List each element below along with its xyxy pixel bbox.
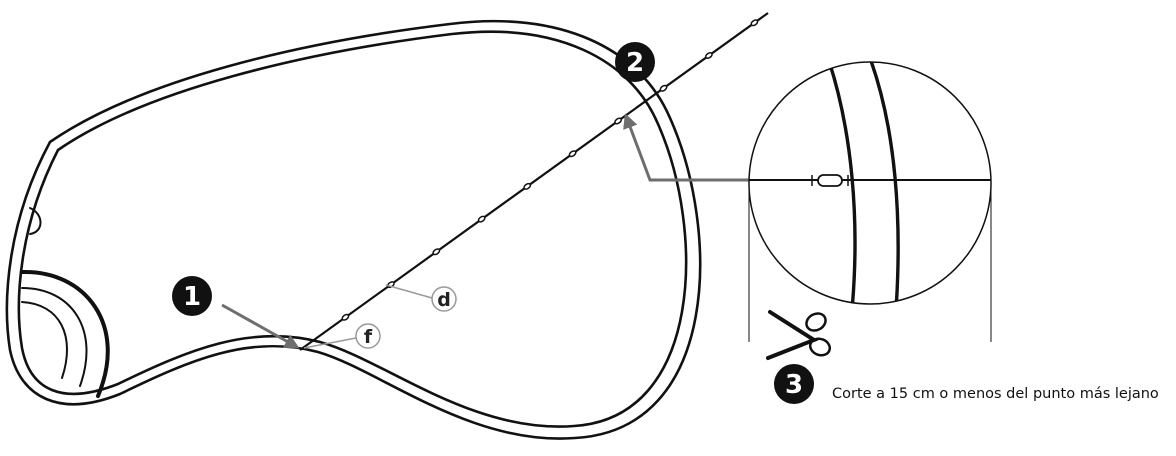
cable-bead: [568, 150, 577, 158]
arrow-step-1: [221, 303, 300, 349]
zoom-circle: [748, 61, 992, 305]
pool-wall-outer: [5, 19, 702, 440]
cable-bead: [477, 215, 486, 223]
step-badge-2-text: 2: [626, 48, 644, 78]
pool-wall-inner: [17, 30, 688, 428]
cut-instruction-caption: Corte a 15 cm o menos del punto más leja…: [832, 386, 1159, 402]
label-d-text: d: [437, 289, 451, 311]
label-f-text: f: [364, 326, 373, 348]
label-d: d: [385, 284, 457, 312]
step-badge-3: 3: [774, 364, 814, 404]
zoom-detail: [748, 61, 992, 342]
pool-outline: [5, 19, 702, 440]
zoom-wall-right: [868, 62, 900, 304]
cable-bead: [750, 19, 759, 27]
step-badge-2: 2: [615, 42, 655, 82]
step-badge-3-text: 3: [785, 370, 803, 400]
step-arc-middle: [21, 287, 88, 387]
cable-bead: [614, 117, 623, 125]
step-arc-inner: [21, 301, 68, 379]
cable-bead: [432, 248, 441, 256]
cable-bead: [341, 313, 350, 321]
cable-bead: [523, 182, 532, 190]
cable-bead: [659, 84, 668, 92]
skimmer-notch: [29, 207, 42, 235]
label-f: f: [303, 323, 381, 349]
step-badge-1-text: 1: [183, 282, 201, 312]
pool-steps: [20, 207, 110, 398]
scissors-icon: [766, 310, 832, 360]
step-arc-outer: [20, 269, 110, 398]
cable-line: [299, 12, 769, 351]
zoom-cable-bead: [817, 174, 843, 187]
zoom-wall-left: [826, 62, 857, 304]
step-badge-1: 1: [172, 276, 212, 316]
cable-bead: [704, 51, 713, 60]
